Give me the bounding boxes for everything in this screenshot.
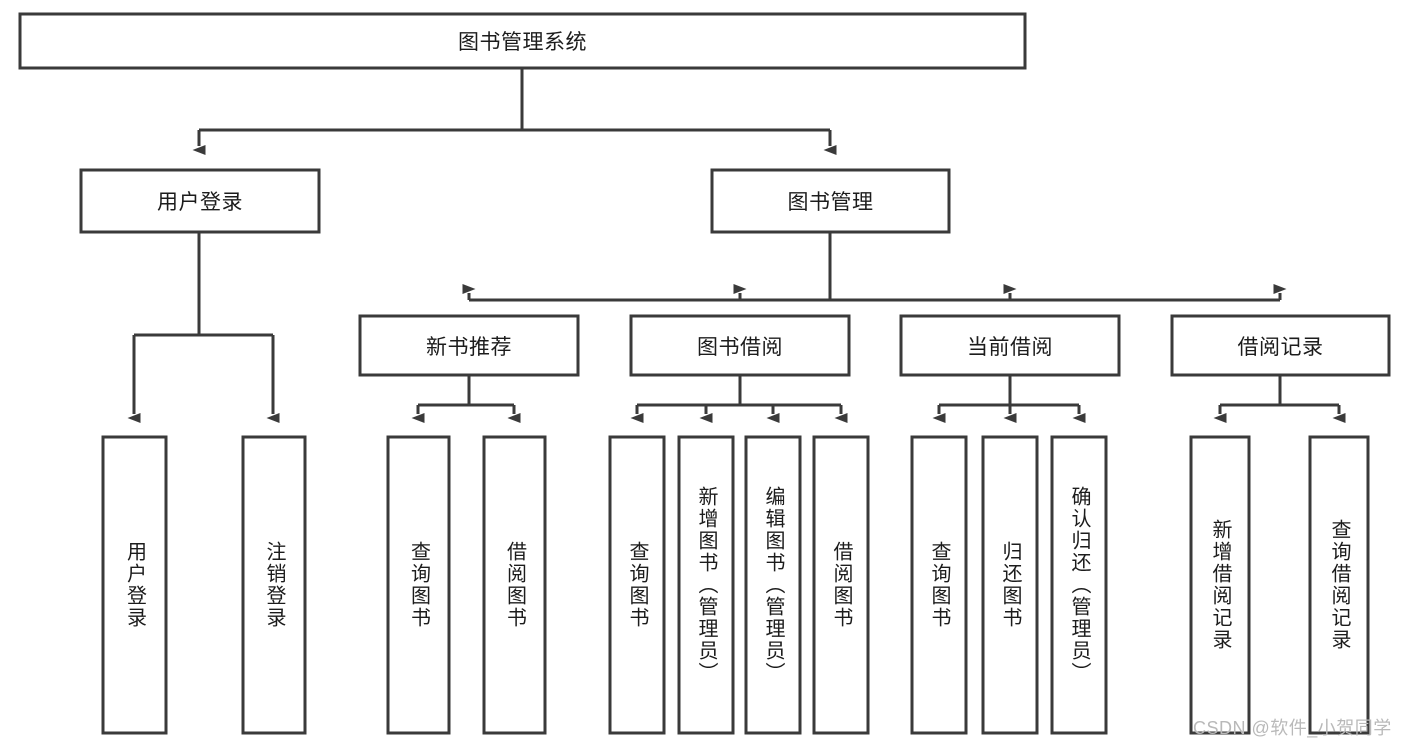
node-box-leaf-borrow-add-book[interactable] [677, 435, 735, 735]
connectors [127, 68, 1346, 423]
node-box-leaf-user-logout[interactable] [241, 435, 307, 735]
node-box-leaf-user-login[interactable] [101, 435, 168, 735]
node-box-leaf-borrow-edit-book[interactable] [744, 435, 802, 735]
node-box-book-manage[interactable] [710, 168, 951, 234]
node-box-user-login[interactable] [79, 168, 321, 234]
node-box-book-borrow[interactable] [629, 314, 851, 377]
node-box-leaf-rec-add-record[interactable] [1189, 435, 1251, 735]
node-box-root[interactable] [18, 12, 1027, 70]
node-box-current-borrow[interactable] [899, 314, 1121, 377]
node-box-borrow-record[interactable] [1170, 314, 1391, 377]
node-box-leaf-rec-query-book[interactable] [386, 435, 451, 735]
node-box-leaf-rec-query-record[interactable] [1308, 435, 1370, 735]
node-boxes [18, 12, 1391, 735]
node-box-leaf-cur-confirm-return[interactable] [1050, 435, 1108, 735]
node-box-leaf-rec-borrow-book[interactable] [482, 435, 547, 735]
node-box-leaf-cur-return-book[interactable] [981, 435, 1039, 735]
node-box-new-book-recommend[interactable] [358, 314, 580, 377]
node-box-leaf-borrow-query-book[interactable] [608, 435, 666, 735]
node-box-leaf-cur-query-book[interactable] [910, 435, 968, 735]
node-box-leaf-borrow-borrow-book[interactable] [812, 435, 870, 735]
